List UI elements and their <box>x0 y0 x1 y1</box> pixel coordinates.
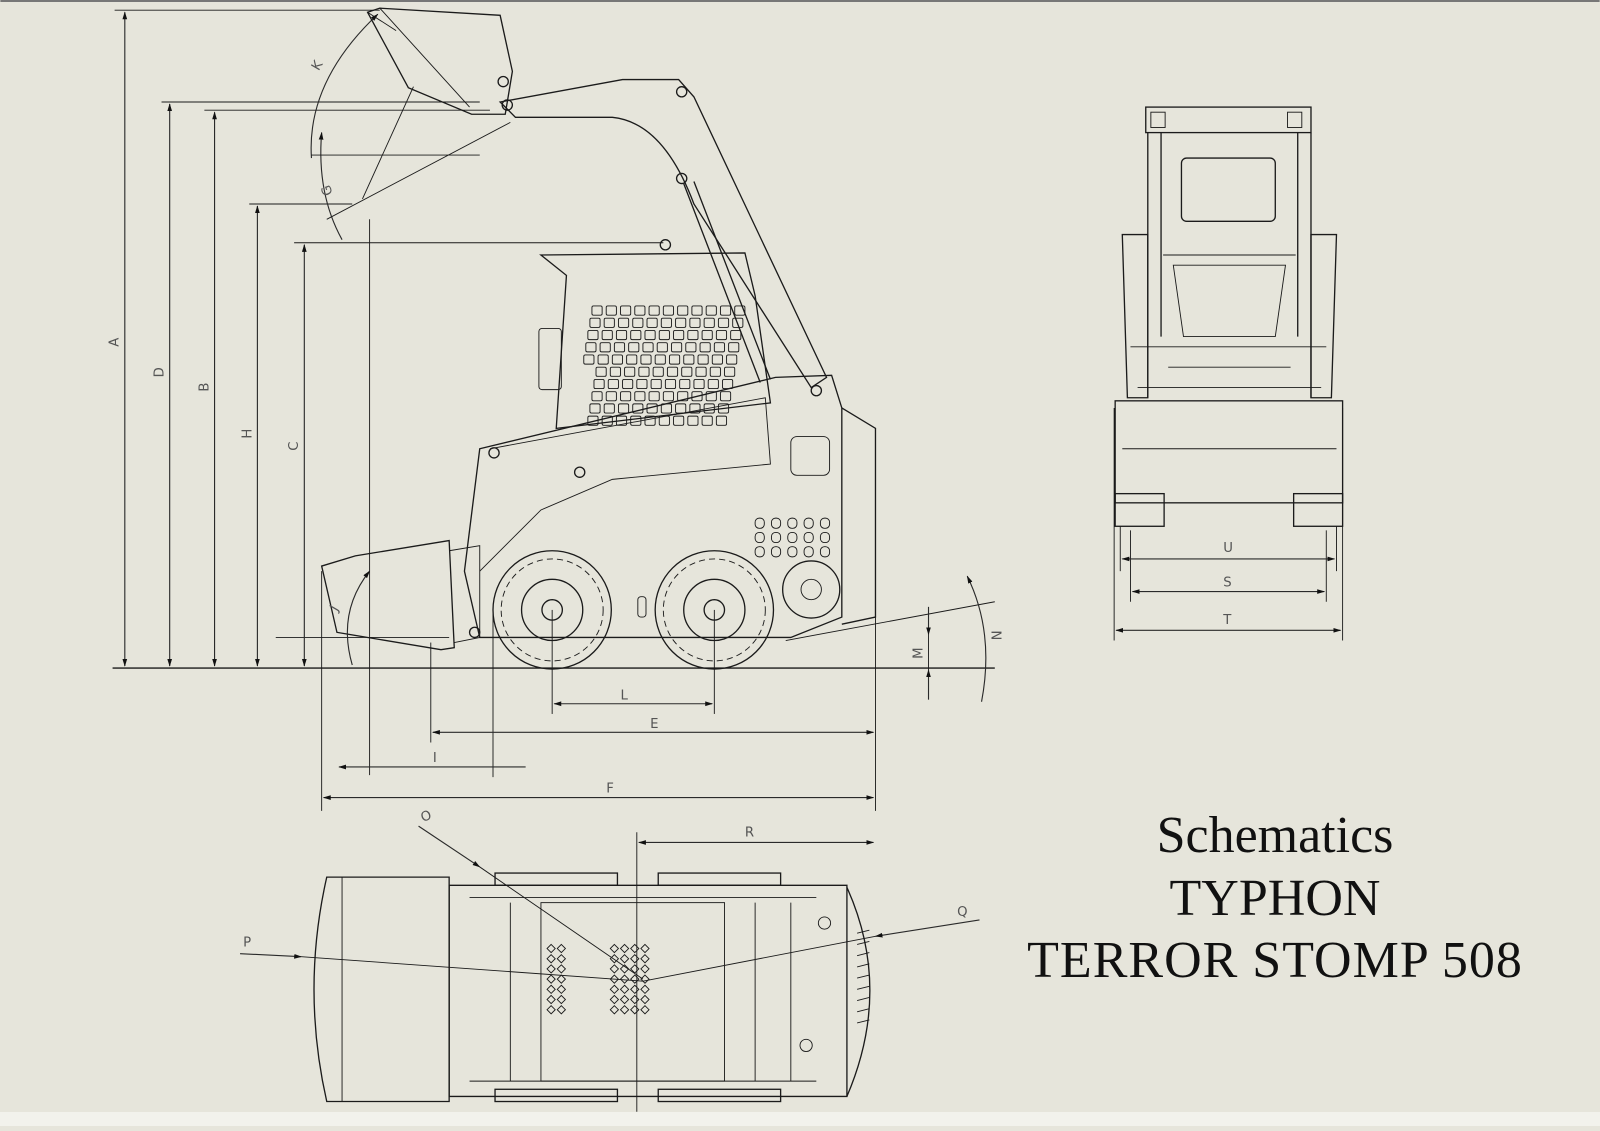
top-grille <box>546 929 870 1024</box>
dimension-label-g: G <box>319 183 337 198</box>
dimension-label-k: K <box>309 58 326 73</box>
title-model: TERROR STOMP 508 <box>1027 932 1523 989</box>
lowered-bucket <box>320 539 455 651</box>
dimension-p <box>240 953 303 959</box>
dimension-label-j: J <box>327 603 342 615</box>
bottom-strip <box>0 1112 1600 1126</box>
dimension-g <box>318 131 343 240</box>
side-view: A D B H C K G <box>108 7 1003 811</box>
raised-bucket <box>366 7 514 115</box>
dimension-label-m: M <box>911 647 926 658</box>
dimension-label-b: B <box>197 383 212 392</box>
dimension-j <box>346 570 371 666</box>
dimension-label-l: L <box>620 689 628 704</box>
engine-fan <box>781 560 841 619</box>
top-view: R O P Q <box>240 808 980 1112</box>
dimension-label-i: I <box>433 751 437 766</box>
cab-window-grid <box>583 305 746 426</box>
dimension-label-p: P <box>243 935 251 950</box>
dimension-label-d: D <box>153 367 168 377</box>
dimension-n <box>966 575 987 702</box>
lift-arm <box>498 78 828 389</box>
dimension-label-e: E <box>650 717 658 732</box>
dimension-label-a: A <box>108 338 123 347</box>
front-window <box>1180 157 1276 222</box>
dimension-o <box>418 825 481 868</box>
title-schematics: Schematics <box>1156 807 1394 864</box>
rear-curve <box>846 887 871 1097</box>
dimension-label-r: R <box>745 825 754 840</box>
dimension-label-h: H <box>240 429 255 439</box>
dimension-label-c: C <box>287 442 302 451</box>
lift-cylinder <box>683 183 761 383</box>
dimension-label-q: Q <box>957 905 967 920</box>
front-view: U S T <box>1113 106 1344 641</box>
dimension-label-o: O <box>419 808 434 826</box>
front-bucket <box>1114 400 1344 504</box>
cab <box>539 252 772 430</box>
dimension-label-n: N <box>988 630 1003 640</box>
engine-vents <box>754 517 831 558</box>
title-brand: TYPHON <box>1169 870 1381 927</box>
dimension-label-u: U <box>1223 541 1233 556</box>
dimension-label-s: S <box>1223 575 1231 590</box>
control-panel <box>790 436 831 476</box>
dimension-label-t: T <box>1222 613 1232 628</box>
machine-body <box>463 374 843 639</box>
dimension-k <box>310 13 379 159</box>
dimension-q <box>874 919 980 938</box>
top-bucket <box>313 876 450 1103</box>
roof <box>1145 106 1312 134</box>
dimension-label-f: F <box>606 781 614 796</box>
